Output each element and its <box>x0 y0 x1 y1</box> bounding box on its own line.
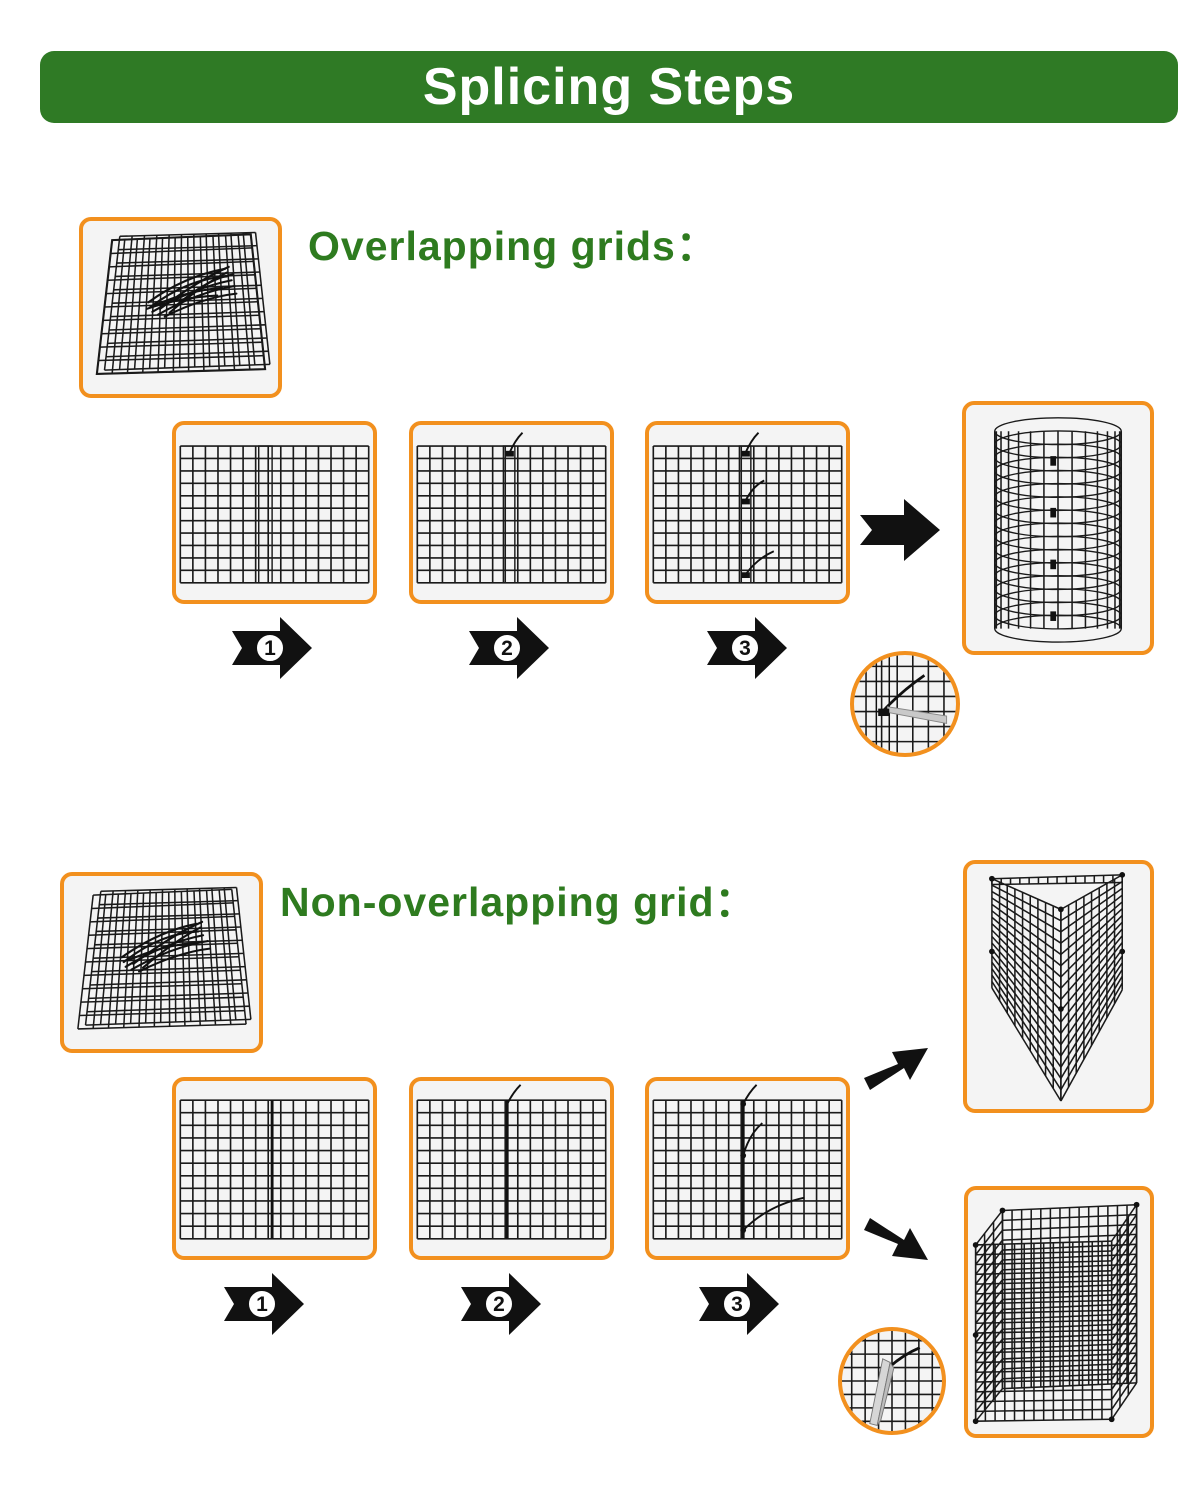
materials-photo-non-overlapping <box>60 872 263 1053</box>
section-heading-non-overlapping: Non-overlapping grid： <box>280 879 757 925</box>
step-number: 2 <box>501 637 513 660</box>
step-2-photo-overlapping <box>409 421 614 604</box>
step-arrow-icon: 3 <box>707 617 787 679</box>
step-number: 3 <box>739 637 751 660</box>
result-arrow-down-icon <box>862 1212 930 1268</box>
multiple-zip-ties-image <box>652 1084 843 1240</box>
step-2-arrow-overlapping: 2 <box>467 617 551 679</box>
first-zip-tie-image <box>416 431 607 584</box>
step-arrow-icon: 1 <box>232 617 312 679</box>
materials-photo-overlapping <box>79 217 282 398</box>
step-2-photo-non-overlapping <box>409 1077 614 1260</box>
step-arrow-icon: 1 <box>224 1273 304 1335</box>
square-box-mesh-image <box>972 1201 1140 1425</box>
step-3-arrow-non-overlapping: 3 <box>697 1273 781 1335</box>
step-arrow-icon: 3 <box>699 1273 779 1335</box>
page-title: Splicing Steps <box>422 58 796 116</box>
step-3-photo-non-overlapping <box>645 1077 850 1260</box>
result-box-photo <box>964 1186 1154 1438</box>
step-1-photo-non-overlapping <box>172 1077 377 1260</box>
mesh-sheets-with-zip-ties-image <box>77 886 252 1030</box>
step-3-arrow-overlapping: 3 <box>705 617 789 679</box>
step-number: 1 <box>256 1293 268 1316</box>
scissors-cutting-tie-image <box>842 1331 942 1431</box>
zip-tie-cutting-closeup <box>850 651 960 757</box>
result-triangle-photo <box>963 860 1154 1113</box>
multiple-zip-ties-image <box>652 431 843 584</box>
step-number: 3 <box>731 1293 743 1316</box>
step-number: 2 <box>493 1293 505 1316</box>
step-arrow-icon: 2 <box>469 617 549 679</box>
two-panels-side-by-side-image <box>179 1099 370 1240</box>
step-number: 1 <box>264 637 276 660</box>
result-cylinder-photo <box>962 401 1154 655</box>
result-arrow-icon <box>858 497 942 563</box>
step-1-arrow-overlapping: 1 <box>230 617 314 679</box>
step-1-photo-overlapping <box>172 421 377 604</box>
step-arrow-icon: 2 <box>461 1273 541 1335</box>
step-1-arrow-non-overlapping: 1 <box>222 1273 306 1335</box>
first-zip-tie-image <box>416 1084 607 1240</box>
cylinder-mesh-image <box>993 417 1123 643</box>
step-2-arrow-non-overlapping: 2 <box>459 1273 543 1335</box>
scissors-cutting-tie-image <box>854 655 956 753</box>
step-3-photo-overlapping <box>645 421 850 604</box>
title-banner: Splicing Steps <box>40 51 1178 123</box>
triangular-prism-mesh-image <box>989 872 1126 1102</box>
section-heading-overlapping: Overlapping grids： <box>308 223 718 269</box>
result-arrow-up-icon <box>862 1040 930 1096</box>
mesh-sheets-with-zip-ties-image <box>95 231 271 376</box>
two-panels-overlapped-image <box>179 445 370 584</box>
zip-tie-cutting-closeup-2 <box>838 1327 946 1435</box>
